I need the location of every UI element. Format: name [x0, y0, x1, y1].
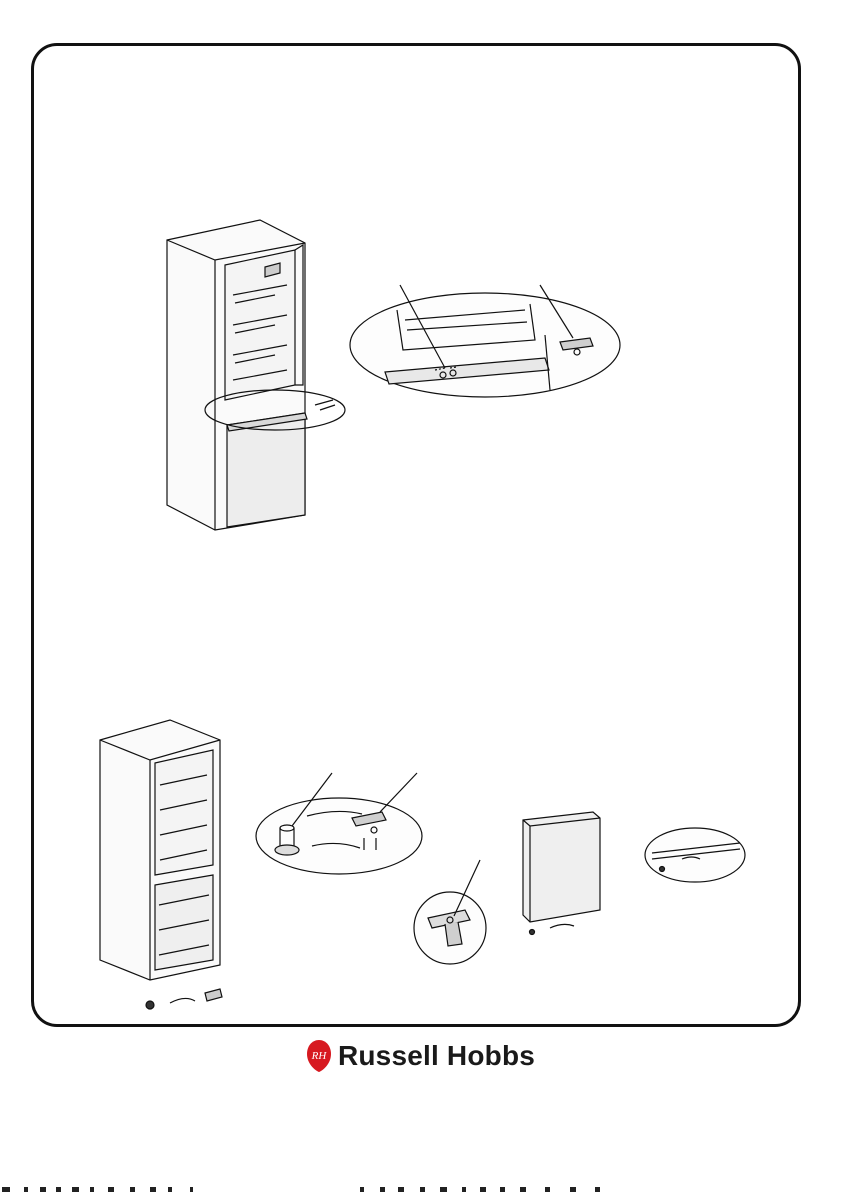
brand-name: Russell Hobbs: [338, 1040, 535, 1072]
cut-off-text-strip: [0, 1184, 620, 1193]
hinge-detail-callout: [410, 858, 490, 968]
brand-logo: RH Russell Hobbs: [0, 1038, 841, 1074]
foot-hinge-callout: [252, 768, 427, 878]
fridge-bottom-illustration: [95, 715, 235, 1015]
rh-monogram-text: RH: [311, 1050, 328, 1062]
rh-monogram-icon: RH: [306, 1039, 332, 1073]
hinge-callout-zoom: [345, 280, 625, 400]
fridge-open-door-illustration: [155, 215, 355, 535]
lower-door-illustration: [518, 810, 608, 940]
door-edge-callout: [640, 825, 750, 890]
